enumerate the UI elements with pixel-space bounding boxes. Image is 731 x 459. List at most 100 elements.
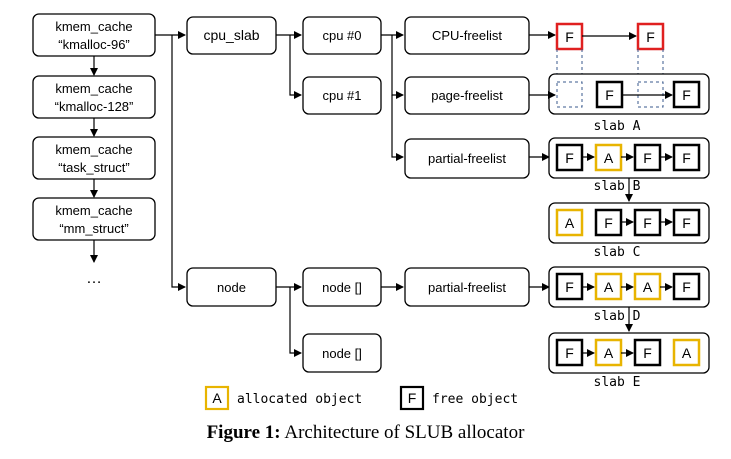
node-array-box-2: node [] xyxy=(302,333,382,373)
slab-label: slab B xyxy=(594,179,641,194)
free-object: F xyxy=(555,272,584,301)
cache-label: “kmalloc-128” xyxy=(55,99,134,114)
slab-d: F A A F slab D xyxy=(529,266,710,324)
cpu-slab-box: cpu_slab xyxy=(186,16,277,55)
free-object: F xyxy=(555,22,584,51)
object-symbol: F xyxy=(643,150,652,166)
object-symbol: A xyxy=(643,279,653,295)
cache-mm-struct: kmem_cache “mm_struct” xyxy=(32,197,156,241)
object-symbol: F xyxy=(682,279,691,295)
free-object: F xyxy=(672,208,701,237)
cpu-slab-label: cpu_slab xyxy=(203,27,259,43)
legend-free-symbol: F xyxy=(408,390,417,406)
cpu0-label: cpu #0 xyxy=(322,28,361,43)
page-freelist-label: page-freelist xyxy=(431,88,503,103)
cache-label: “mm_struct” xyxy=(59,221,128,236)
object-symbol: A xyxy=(682,345,692,361)
free-object: F xyxy=(636,22,665,51)
object-symbol: F xyxy=(682,215,691,231)
free-object: F xyxy=(633,208,662,237)
legend-free-label: free object xyxy=(432,392,518,407)
free-object: F xyxy=(672,80,701,109)
cache-to-struct-arrows xyxy=(155,31,186,291)
object-symbol: F xyxy=(682,87,691,103)
object-symbol: F xyxy=(565,345,574,361)
slab-label: slab A xyxy=(594,119,641,134)
node-array-label: node [] xyxy=(322,346,362,361)
cache-name: kmem_cache xyxy=(55,142,132,157)
object-symbol: F xyxy=(643,215,652,231)
slab-label: slab E xyxy=(594,375,641,390)
cache-name: kmem_cache xyxy=(55,203,132,218)
free-object: F xyxy=(633,143,662,172)
cache-name: kmem_cache xyxy=(55,19,132,34)
figure-title: Architecture of SLUB allocator xyxy=(280,422,525,443)
free-object: F xyxy=(595,80,624,109)
cache-kmalloc-128: kmem_cache “kmalloc-128” xyxy=(32,75,156,119)
free-object: F xyxy=(555,338,584,367)
legend-allocated-label: allocated object xyxy=(237,392,362,407)
free-object: F xyxy=(672,143,701,172)
free-object: F xyxy=(633,338,662,367)
legend-allocated-symbol: A xyxy=(212,390,222,406)
object-symbol: F xyxy=(682,150,691,166)
slub-diagram: kmem_cache “kmalloc-96” kmem_cache “kmal… xyxy=(32,13,710,411)
node-box: node xyxy=(186,267,277,307)
allocated-object: A xyxy=(555,208,584,237)
cache-kmalloc-96: kmem_cache “kmalloc-96” xyxy=(32,13,156,57)
legend-free: F free object xyxy=(399,385,518,411)
cpu-freelist-label: CPU-freelist xyxy=(432,28,502,43)
object-symbol: F xyxy=(643,345,652,361)
cache-ellipsis: … xyxy=(86,270,102,287)
allocated-object: A xyxy=(594,272,623,301)
allocated-object: A xyxy=(594,143,623,172)
partial-freelist-cpu-label: partial-freelist xyxy=(428,151,506,166)
object-symbol: A xyxy=(604,279,614,295)
cache-name: kmem_cache xyxy=(55,81,132,96)
node-array-box-1: node [] xyxy=(302,267,382,307)
object-symbol: A xyxy=(565,215,575,231)
dashed-slot xyxy=(556,81,583,108)
cache-task-struct: kmem_cache “task_struct” xyxy=(32,136,156,180)
object-symbol: F xyxy=(604,215,613,231)
cache-label: “task_struct” xyxy=(58,160,130,175)
allocated-object: A xyxy=(672,338,701,367)
cpu0-arrows xyxy=(381,31,404,161)
figure-caption: Figure 1: Architecture of SLUB allocator xyxy=(0,422,731,444)
object-symbol: F xyxy=(605,87,614,103)
object-symbol: A xyxy=(604,150,614,166)
cache-label: “kmalloc-96” xyxy=(58,37,130,52)
allocated-object: A xyxy=(633,272,662,301)
free-object: F xyxy=(555,143,584,172)
slab-b: F A F F slab B xyxy=(529,137,710,194)
object-symbol: F xyxy=(565,279,574,295)
node-array-label: node [] xyxy=(322,280,362,295)
object-symbol: F xyxy=(646,29,655,45)
cpu0-box: cpu #0 xyxy=(302,16,382,55)
free-object: F xyxy=(672,272,701,301)
node-arrows xyxy=(276,283,302,357)
figure-number: Figure 1: xyxy=(206,422,281,443)
cpu-slab-arrows xyxy=(276,31,302,99)
cpu1-box: cpu #1 xyxy=(302,76,382,115)
cpu1-label: cpu #1 xyxy=(322,88,361,103)
slab-e: F A F A slab E xyxy=(548,332,710,390)
page-freelist-box: page-freelist xyxy=(404,76,530,115)
cpu-freelist-box: CPU-freelist xyxy=(404,16,530,55)
allocated-object: A xyxy=(594,338,623,367)
slab-label: slab D xyxy=(594,309,641,324)
partial-freelist-node-box: partial-freelist xyxy=(404,267,530,307)
partial-freelist-cpu-box: partial-freelist xyxy=(404,138,530,179)
free-object: F xyxy=(594,208,623,237)
legend: A allocated object F free object xyxy=(204,385,518,411)
slab-label: slab C xyxy=(594,245,641,260)
object-symbol: F xyxy=(565,150,574,166)
cpu-freelist-objects: F F xyxy=(529,22,665,81)
object-symbol: F xyxy=(565,29,574,45)
slab-a: F F slab A xyxy=(529,73,710,134)
slab-c: A F F F slab C xyxy=(548,202,710,260)
object-symbol: A xyxy=(604,345,614,361)
node-label: node xyxy=(217,280,246,295)
partial-freelist-node-label: partial-freelist xyxy=(428,280,506,295)
legend-allocated: A allocated object xyxy=(204,385,362,411)
